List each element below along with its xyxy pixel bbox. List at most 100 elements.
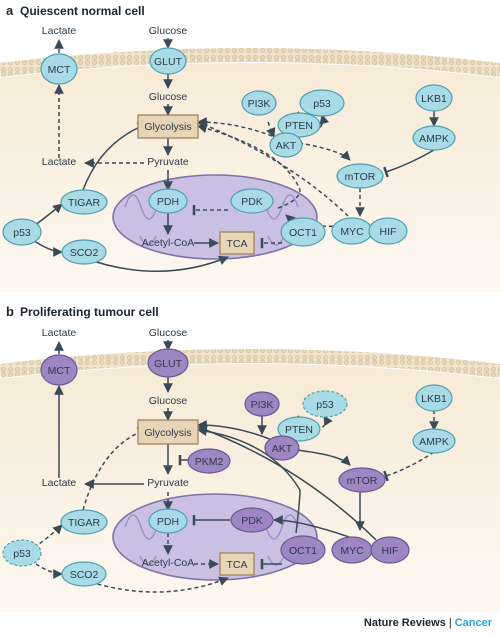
glucose-out-label-b: Glucose [149,327,188,339]
svg-text:OCT1: OCT1 [289,545,317,557]
panel-a-title: Quiescent normal cell [20,4,145,18]
acetyl-coa-label: Acetyl-CoA [142,237,195,249]
mct-node-b: MCT [40,354,78,386]
lactate-in-label: Lactate [42,156,77,168]
svg-text:MYC: MYC [340,545,364,557]
panel-a: a Quiescent normal cell Lactate Glucose … [0,3,500,292]
svg-text:p53: p53 [13,548,31,560]
tca-box: TCA [219,231,255,255]
p53-left-node-b: p53 [2,539,42,567]
svg-text:mTOR: mTOR [347,475,378,487]
svg-text:MYC: MYC [340,226,364,238]
glucose-out-label: Glucose [149,25,188,37]
mtor-node-b: mTOR [338,467,386,493]
svg-text:GLUT: GLUT [154,358,183,370]
pten-node-b: PTEN [277,416,321,442]
myc-node: MYC [331,217,373,245]
lactate-out-label: Lactate [42,25,77,37]
hif-node-b: HIF [370,536,410,564]
svg-text:PKM2: PKM2 [195,456,224,468]
sco2-node: SCO2 [61,239,107,265]
p53-top-node-b: p53 [302,390,348,418]
journal-separator: | [448,617,452,629]
svg-text:p53: p53 [316,399,334,411]
svg-text:AMPK: AMPK [419,133,449,145]
panel-b: b Proliferating tumour cell Lactate Gluc… [0,304,500,612]
lactate-in-label-b: Lactate [42,477,77,489]
panel-a-letter: a [6,3,14,18]
glycolysis-box-b: Glycolysis [137,419,199,445]
glucose-in-label: Glucose [149,91,188,103]
svg-text:MCT: MCT [48,64,71,76]
lkb1-node: LKB1 [415,84,453,112]
glucose-in-label-b: Glucose [149,395,188,407]
journal-section: Cancer [454,617,492,629]
myc-node-b: MYC [331,536,373,564]
ampk-node: AMPK [412,125,456,151]
svg-text:OCT1: OCT1 [289,227,317,239]
svg-text:PDK: PDK [241,196,263,208]
acetyl-coa-label-b: Acetyl-CoA [142,557,195,569]
pi3k-node: PI3K [241,90,277,116]
pdh-node-b: PDH [148,508,188,534]
svg-text:TIGAR: TIGAR [68,517,101,529]
hif-node: HIF [368,217,408,245]
mtor-node: mTOR [336,163,384,189]
svg-text:TCA: TCA [227,238,248,250]
svg-text:PDH: PDH [157,516,179,528]
pten-node: PTEN [277,112,321,138]
mct-node: MCT [40,53,78,85]
svg-text:mTOR: mTOR [345,171,376,183]
svg-text:PI3K: PI3K [251,399,274,411]
tigar-node: TIGAR [60,189,108,215]
svg-text:Glycolysis: Glycolysis [144,427,191,439]
pdh-node: PDH [148,188,188,214]
sco2-node-b: SCO2 [61,561,107,587]
glycolysis-box: Glycolysis [137,114,199,139]
oct1-node-b: OCT1 [280,535,326,565]
tca-box-b: TCA [219,552,255,576]
lkb1-node-b: LKB1 [415,384,453,412]
svg-text:SCO2: SCO2 [70,247,99,259]
oct1-node: OCT1 [280,217,326,247]
svg-text:SCO2: SCO2 [70,569,99,581]
svg-text:TIGAR: TIGAR [68,197,101,209]
glut-node-b: GLUT [147,348,189,378]
panel-b-letter: b [6,304,14,319]
svg-text:AKT: AKT [272,443,293,455]
pi3k-node-b: PI3K [244,391,280,417]
svg-text:HIF: HIF [382,545,399,557]
svg-text:AMPK: AMPK [419,436,449,448]
pdk-node-b: PDK [230,507,274,533]
p53-top-node: p53 [299,89,345,117]
akt-node: AKT [269,132,303,158]
svg-text:p53: p53 [13,227,31,239]
pdk-node: PDK [230,188,274,214]
pyruvate-label: Pyruvate [147,156,189,168]
svg-text:PI3K: PI3K [248,98,271,110]
svg-text:PTEN: PTEN [285,424,313,436]
svg-text:AKT: AKT [276,140,297,152]
journal-credit: Nature Reviews|Cancer [364,617,492,629]
glut-node: GLUT [149,47,187,75]
svg-text:PDK: PDK [241,515,263,527]
svg-text:PTEN: PTEN [285,120,313,132]
svg-text:LKB1: LKB1 [421,93,447,105]
svg-text:TCA: TCA [227,559,248,571]
svg-text:PDH: PDH [157,196,179,208]
svg-text:GLUT: GLUT [154,56,183,68]
p53-left-node: p53 [2,218,42,246]
tigar-node-b: TIGAR [60,509,108,535]
svg-text:p53: p53 [313,98,331,110]
svg-text:LKB1: LKB1 [421,393,447,405]
pyruvate-label-b: Pyruvate [147,477,189,489]
ampk-node-b: AMPK [412,428,456,454]
panel-b-title: Proliferating tumour cell [20,305,159,319]
svg-text:Glycolysis: Glycolysis [144,121,191,133]
lactate-out-label-b: Lactate [42,327,77,339]
svg-text:HIF: HIF [380,226,397,238]
pkm2-node-b: PKM2 [187,448,231,474]
akt-node-b: AKT [264,435,300,461]
